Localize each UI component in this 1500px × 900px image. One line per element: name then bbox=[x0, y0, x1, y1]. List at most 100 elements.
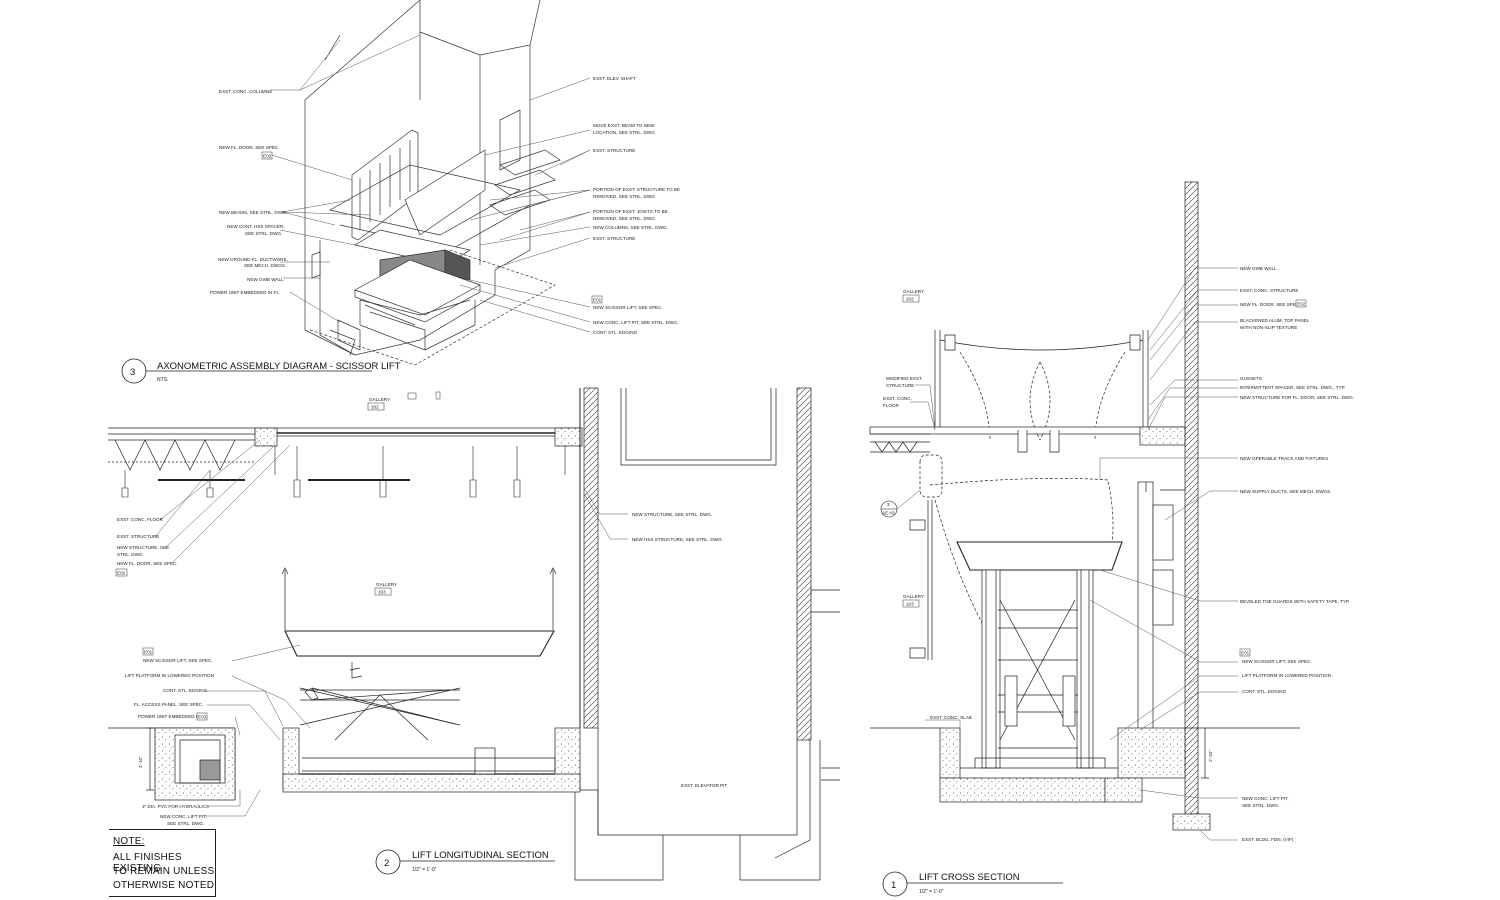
label-joists-1: PORTION OF EXST. JOISTS TO BE bbox=[593, 209, 668, 214]
tag-e02: E02 bbox=[263, 154, 272, 159]
v1-tag-e01: E01 bbox=[1241, 651, 1250, 656]
view3-scale: NTS. bbox=[157, 377, 168, 383]
v2-cont-stl: CONT. STL. EDGING bbox=[163, 688, 208, 693]
label-ductwork-2: SEE MECH. DWGS. bbox=[244, 263, 286, 268]
v2-new-fl-door: NEW FL. DOOR, SEE SPEC. bbox=[117, 561, 178, 566]
label-exst-elev-shaft: EXST. ELEV. SHAFT bbox=[593, 76, 636, 81]
v1-exst-conc-slab: EXST. CONC. SLAB bbox=[930, 715, 972, 720]
view2-leaders bbox=[154, 439, 628, 817]
v2-new-structure-1: NEW STRUCTURE, SEE bbox=[117, 545, 169, 550]
label-exst-structure-a: EXST. STRUCTURE bbox=[593, 148, 635, 153]
v2-exst-elev-pit: EXST. ELEVATOR PIT bbox=[681, 783, 727, 788]
v2-access-panel: FL. ACCESS PANEL, SEE SPEC. bbox=[134, 702, 203, 707]
view1-scale: 1/2" = 1'-0" bbox=[919, 889, 944, 895]
note-line-2: TO REMAIN UNLESS bbox=[113, 866, 215, 877]
v1-new-fl-door: NEW FL. DOOR, SEE SPEC. bbox=[1240, 302, 1301, 307]
note-line-1: ALL FINISHES EXISTING bbox=[113, 852, 182, 874]
v1-new-gwb: NEW GWB WALL bbox=[1240, 266, 1277, 271]
label-new-scissor-v3: NEW SCISSOR LIFT, SEE SPEC. bbox=[593, 305, 663, 310]
v1-new-pit-2: SEE STRL. DWG. bbox=[1242, 803, 1279, 808]
v2-exst-conc-floor: EXST. CONC. FLOOR bbox=[117, 517, 164, 522]
label-move-beam-1: MOVE EXST. BEAM TO NEW bbox=[593, 123, 655, 128]
view2-scale: 1/2" = 1'-0" bbox=[412, 867, 437, 873]
view1-leaders bbox=[910, 267, 1238, 841]
v1-lowered: LIFT PLATFORM IN LOWERED POSITION bbox=[1242, 673, 1331, 678]
view1-labels: GALLERY 202 MODIFIED EXST. STRUCTURE EXS… bbox=[880, 266, 1354, 897]
v1-callout-no: 3 bbox=[887, 502, 890, 507]
v2-new-structure-2: STRL. DWG. bbox=[117, 552, 144, 557]
label-exst-conc-columns: EXST. CONC. COLUMNS bbox=[219, 89, 272, 94]
v2-new-structure-r: NEW STRUCTURE, SEE STRL. DWG. bbox=[632, 512, 712, 517]
label-exst-structure-b: EXST. STRUCTURE bbox=[593, 236, 635, 241]
v1-cont-stl: CONT. STL. EDGING bbox=[1242, 689, 1287, 694]
label-power-unit: POWER UNIT EMBEDDED IN FL. bbox=[210, 290, 280, 295]
v1-callout-sheet: AE.43 bbox=[882, 511, 895, 516]
v2-pvc: 3" DIA. PVC FOR HYDRAULICS bbox=[142, 804, 209, 809]
label-cont-stl-v3: CONT. STL. EDGING bbox=[593, 330, 638, 335]
view1-number: 1 bbox=[891, 880, 896, 891]
v1-gallery-top: GALLERY bbox=[903, 289, 924, 294]
v1-track: NEW OPERABLE TRACK AND FIXTURES bbox=[1240, 456, 1328, 461]
label-joists-2: REMOVED, SEE STRL. DWG. bbox=[593, 216, 656, 221]
view2-longitudinal bbox=[108, 387, 840, 881]
v1-gallery-mid: GALLERY bbox=[903, 594, 924, 599]
label-new-fl-door: NEW FL. DOOR, SEE SPEC. bbox=[219, 145, 280, 150]
view3-leaders bbox=[270, 34, 591, 333]
label-hss-spacer-2: SEE STRL. DWG. bbox=[245, 231, 282, 236]
v1-new-scissor: NEW SCISSOR LIFT, SEE SPEC. bbox=[1242, 659, 1312, 664]
v2-new-hss: NEW HSS STRUCTURE, SEE STRL. DWG. bbox=[632, 537, 723, 542]
note-line-3: OTHERWISE NOTED bbox=[113, 880, 215, 891]
v2-gallery-top-no: 202 bbox=[371, 405, 379, 410]
label-hss-spacer-1: NEW CONT. HSS SPACER, bbox=[227, 224, 285, 229]
v1-blackened-2: WITH NON-SLIP TEXTURE bbox=[1240, 325, 1297, 330]
note-title: NOTE: bbox=[113, 836, 145, 847]
tag-e01-v3: E01 bbox=[593, 298, 602, 303]
v2-gallery-mid-no: 103 bbox=[378, 590, 386, 595]
v1-gallery-top-no: 202 bbox=[906, 297, 914, 302]
view1-title: LIFT CROSS SECTION bbox=[919, 872, 1020, 883]
v2-lowered: LIFT PLATFORM IN LOWERED POSITION bbox=[125, 673, 214, 678]
general-note-box: NOTE: ALL FINISHES EXISTING TO REMAIN UN… bbox=[109, 829, 216, 897]
v2-gallery-mid: GALLERY bbox=[376, 582, 397, 587]
view3-number: 3 bbox=[130, 367, 135, 378]
label-move-beam-2: LOCATION, SEE STRL. DWG. bbox=[593, 130, 656, 135]
v1-modified-1: MODIFIED EXST. bbox=[886, 376, 923, 381]
view2-number: 2 bbox=[384, 858, 389, 869]
label-new-pit-v3: NEW CONC. LIFT PIT, SEE STRL. DWG. bbox=[593, 320, 678, 325]
view2-title: LIFT LONGITUDINAL SECTION bbox=[412, 850, 549, 861]
v2-dim: 2'-10" bbox=[138, 756, 143, 768]
v1-exst-conc-2: FLOOR bbox=[883, 403, 900, 408]
v1-exst-conc-1: EXST. CONC. bbox=[883, 396, 912, 401]
view3-axonometric bbox=[304, 0, 561, 366]
view3-labels: EXST. CONC. COLUMNS NEW FL. DOOR, SEE SP… bbox=[121, 76, 680, 384]
v1-spacer: INTERMITTENT SPACER, SEE STRL. DWG., TYP… bbox=[1240, 385, 1345, 390]
v1-modified-2: STRUCTURE bbox=[886, 383, 914, 388]
v2-exst-structure: EXST. STRUCTURE bbox=[117, 534, 159, 539]
v2-new-pit-1: NEW CONC. LIFT PIT, bbox=[160, 814, 207, 819]
view2-labels: GALLERY 202 EXST. CONC. FLOOR EXST. STRU… bbox=[115, 391, 727, 875]
v2-gallery-top: GALLERY bbox=[369, 397, 390, 402]
v2-new-pit-2: SEE STRL. DWG. bbox=[167, 821, 204, 826]
v1-new-pit-1: NEW CONC. LIFT PIT, bbox=[1242, 796, 1289, 801]
v1-supply: NEW SUPPLY DUCTS, SEE MECH. DWGS. bbox=[1240, 489, 1331, 494]
v2-tag-e02: E02 bbox=[117, 571, 126, 576]
label-new-beams: NEW BEAMS, SEE STRL. DWG. bbox=[219, 210, 287, 215]
view3-title: AXONOMETRIC ASSEMBLY DIAGRAM - SCISSOR L… bbox=[157, 361, 401, 372]
label-ductwork-1: NEW GROUND FL. DUCTWORK, bbox=[218, 257, 288, 262]
v1-gallery-mid-no: 103 bbox=[906, 602, 914, 607]
v2-tag-e03: E03 bbox=[198, 715, 207, 720]
label-new-gwb-wall: NEW GWB WALL bbox=[247, 277, 284, 282]
v1-toe-guards: BEVELED TOE GUARDS WITH SAFETY TAPE, TYP… bbox=[1240, 599, 1350, 604]
v2-power-unit: POWER UNIT EMBEDDED IN FL. bbox=[138, 714, 208, 719]
label-portion-2: REMOVED, SEE STRL. DWG. bbox=[593, 194, 656, 199]
v1-tag-e02: E02 bbox=[1297, 302, 1306, 307]
v2-new-scissor: NEW SCISSOR LIFT, SEE SPEC. bbox=[143, 658, 213, 663]
v2-tag-e01: E01 bbox=[144, 650, 153, 655]
v1-exst-conc-structure: EXST. CONC. STRUCTURE bbox=[1240, 288, 1298, 293]
label-new-columns: NEW COLUMNS, SEE STRL. DWG. bbox=[593, 225, 668, 230]
v1-blackened-1: BLACKENED ALUM. TOP PANEL bbox=[1240, 318, 1310, 323]
view1-cross-section bbox=[869, 181, 1300, 831]
v1-gussets: GUSSETS bbox=[1240, 376, 1262, 381]
v1-new-structure: NEW STRUCTURE FOR FL. DOOR, SEE STRL. DW… bbox=[1240, 395, 1354, 400]
